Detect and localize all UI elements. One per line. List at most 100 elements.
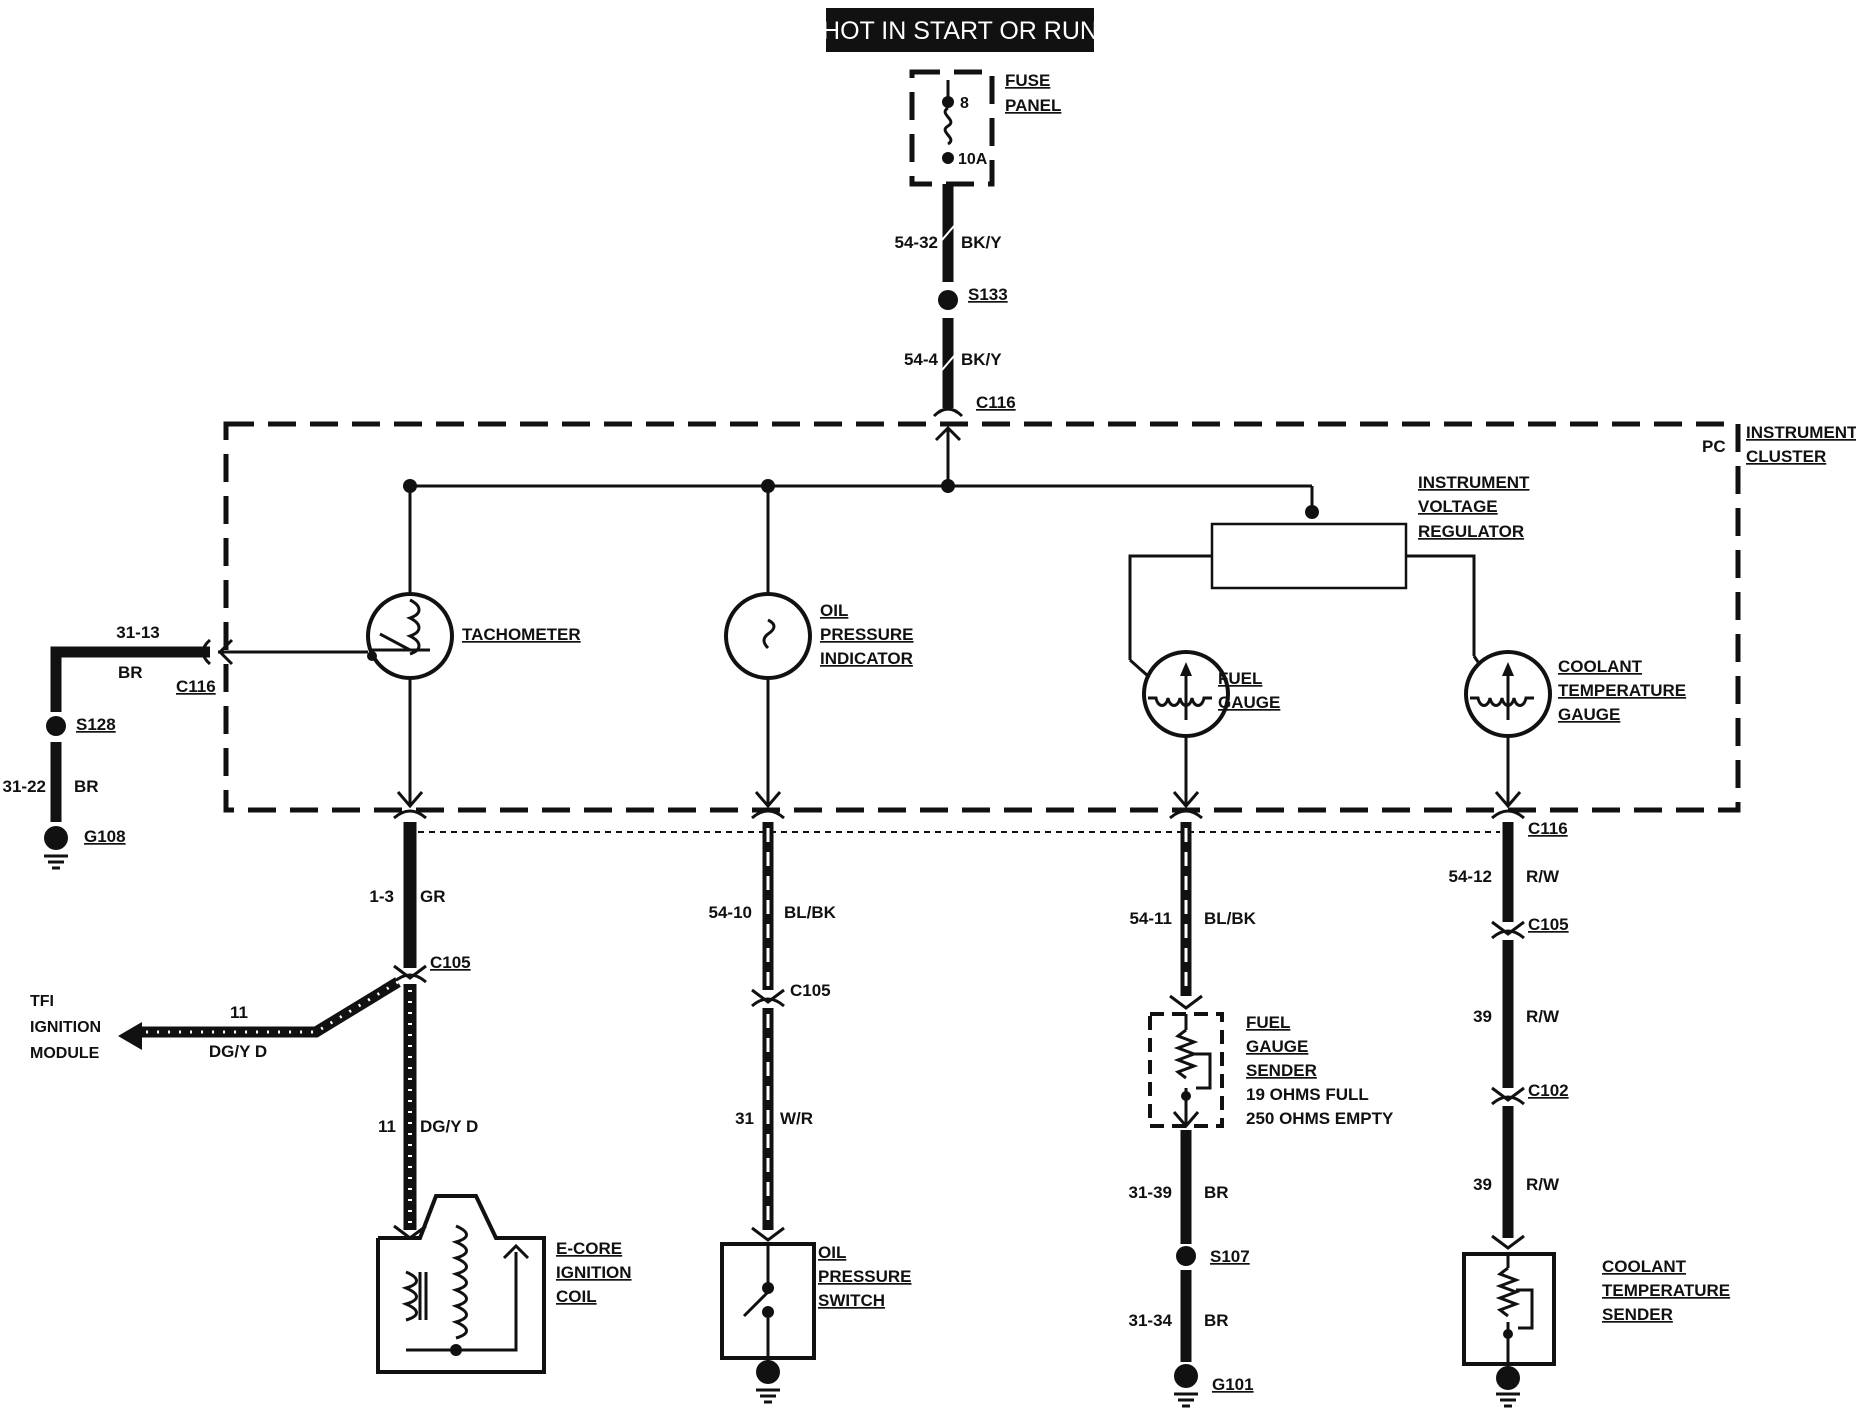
coolant-gauge-label-1: COOLANT (1558, 657, 1643, 676)
fuel-gauge-label-1: FUEL (1218, 669, 1262, 688)
coolant-gauge-label-3: GAUGE (1558, 705, 1620, 724)
fuse-rating: 10A (958, 151, 988, 168)
c116-bottom-label: C116 (1528, 819, 1568, 838)
cluster-label-2: CLUSTER (1746, 447, 1826, 466)
fuel1-color: BL/BK (1204, 909, 1257, 928)
header-title: HOT IN START OR RUN (822, 17, 1098, 45)
cluster-label-1: INSTRUMENT (1746, 423, 1856, 442)
fuel3-color: BR (1204, 1311, 1229, 1330)
c105-tach-label: C105 (430, 953, 471, 972)
oil-indicator-label-1: OIL (820, 601, 848, 620)
cool-sender-label-2: TEMPERATURE (1602, 1281, 1730, 1300)
regulator-label-2: VOLTAGE (1418, 497, 1498, 516)
tach-out-color: GR (420, 887, 446, 906)
fuse-number: 8 (960, 95, 969, 112)
tfi-arrow-icon (118, 1022, 142, 1050)
c116-left-label: C116 (176, 677, 216, 696)
regulator-label-1: INSTRUMENT (1418, 473, 1530, 492)
oil2-color: W/R (780, 1109, 813, 1128)
tachometer-branch: TACHOMETER 1-3 GR C105 11 DG/Y D 11 DG/Y… (30, 486, 581, 1240)
tfi-circuit: 11 (230, 1003, 248, 1022)
oil-indicator-label-3: INDICATOR (820, 649, 913, 668)
regulator-box (1210, 522, 1408, 590)
cluster-pc-label: PC (1702, 437, 1726, 456)
fuel-gauge-branch: FUEL GAUGE 54-11 BL/BK FUEL GAUGE SENDER… (1129, 650, 1394, 1408)
fuse-panel: 8 10A FUSE PANEL (909, 69, 1061, 187)
c102-cool-label: C102 (1528, 1081, 1569, 1100)
oil-indicator-label-2: PRESSURE (820, 625, 914, 644)
feed1-circuit: 54-32 (895, 233, 938, 252)
regulator-label-3: REGULATOR (1418, 522, 1524, 541)
voltage-regulator: INSTRUMENT VOLTAGE REGULATOR (1128, 473, 1530, 660)
cool1-circuit: 54-12 (1449, 867, 1492, 886)
cool-sender-label-1: COOLANT (1602, 1257, 1687, 1276)
ground-g108-icon (44, 826, 68, 850)
splice-s128-label: S128 (76, 715, 116, 734)
fuel-sender-label-2: GAUGE (1246, 1037, 1308, 1056)
splice-s133-dot (938, 290, 958, 310)
cool2-circuit: 39 (1473, 1007, 1492, 1026)
ignition-coil-icon (376, 1194, 546, 1374)
coil-label-1: E-CORE (556, 1239, 622, 1258)
oil-switch-label-3: SWITCH (818, 1291, 885, 1310)
splice-s107-label: S107 (1210, 1247, 1250, 1266)
fuse-element-icon (943, 106, 953, 146)
cool3-circuit: 39 (1473, 1175, 1492, 1194)
fuse-panel-label-2: PANEL (1005, 96, 1061, 115)
tfi-label-3: MODULE (30, 1045, 100, 1062)
cool2-color: R/W (1526, 1007, 1560, 1026)
ignition-coil: E-CORE IGNITION COIL (376, 1194, 632, 1374)
feed2-color: BK/Y (961, 350, 1002, 369)
c105-cool-label: C105 (1528, 915, 1569, 934)
fuel-sender-label-5: 250 OHMS EMPTY (1246, 1109, 1394, 1128)
tachometer-label: TACHOMETER (462, 625, 581, 644)
cool3-color: R/W (1526, 1175, 1560, 1194)
coolant-gauge-label-2: TEMPERATURE (1558, 681, 1686, 700)
fuel-sender-resistor-icon (1173, 1028, 1199, 1080)
ground-g101-label: G101 (1212, 1375, 1254, 1394)
cluster-power-bus (403, 479, 1319, 519)
oil-pressure-indicator-icon (724, 592, 812, 680)
cool1-color: R/W (1526, 867, 1560, 886)
coil-circuit: 11 (378, 1117, 396, 1136)
header-background (826, 8, 1094, 52)
fuel3-circuit: 31-34 (1129, 1311, 1173, 1330)
oil1-color: BL/BK (784, 903, 837, 922)
oil-switch-label-1: OIL (818, 1243, 846, 1262)
coil-color: DG/Y D (420, 1117, 478, 1136)
feed2-circuit: 54-4 (904, 350, 939, 369)
ground-g101-icon (1174, 1364, 1198, 1388)
fuel2-color: BR (1204, 1183, 1229, 1202)
feed1-color: BK/Y (961, 233, 1002, 252)
fuse-panel-label-1: FUSE (1005, 71, 1050, 90)
ground-g108-label: G108 (84, 827, 126, 846)
fuel-sender-label-1: FUEL (1246, 1013, 1290, 1032)
tfi-label-2: IGNITION (30, 1019, 101, 1036)
c105-oil-label: C105 (790, 981, 831, 1000)
splice-s128-dot (46, 716, 66, 736)
c116-top-connector-icon (932, 407, 964, 418)
fuel1-circuit: 54-11 (1129, 909, 1172, 928)
tach-ground-branch: 31-13 BR C116 S128 31-22 BR G108 (3, 623, 216, 870)
ground-left-circuit: 31-22 (3, 777, 46, 796)
tach-left-circuit: 31-13 (116, 623, 159, 642)
oil2-circuit: 31 (735, 1109, 754, 1128)
cool-sender-label-3: SENDER (1602, 1305, 1673, 1324)
ground-left-color: BR (74, 777, 99, 796)
header: HOT IN START OR RUN (822, 8, 1098, 52)
main-feed-wire: 54-32 BK/Y S133 54-4 BK/Y C116 (895, 184, 1016, 493)
coil-label-2: IGNITION (556, 1263, 632, 1282)
fuel2-circuit: 31-39 (1129, 1183, 1172, 1202)
oil1-circuit: 54-10 (709, 903, 752, 922)
coil-label-3: COIL (556, 1287, 597, 1306)
splice-s133-label: S133 (968, 285, 1008, 304)
c116-top-label: C116 (976, 393, 1016, 412)
tfi-color: DG/Y D (209, 1042, 267, 1061)
fuel-sender-label-3: SENDER (1246, 1061, 1317, 1080)
oil-pressure-branch: OIL PRESSURE INDICATOR 54-10 BL/BK C105 … (709, 486, 914, 1404)
coolant-branch: COOLANT TEMPERATURE GAUGE C116 54-12 R/W… (1449, 650, 1730, 1408)
fuel-gauge-label-2: GAUGE (1218, 693, 1280, 712)
tfi-label-1: TFI (30, 993, 54, 1010)
instrument-cluster-outline (223, 421, 1741, 813)
